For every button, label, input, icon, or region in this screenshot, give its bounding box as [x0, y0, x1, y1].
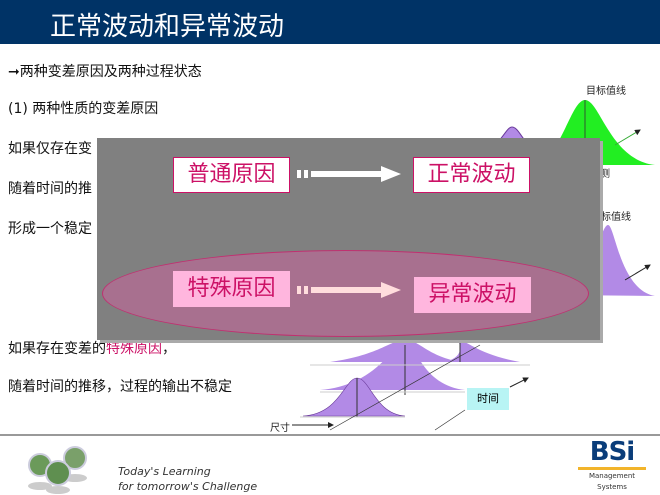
text-line: 随着时间的推	[8, 181, 92, 197]
text-line: ➞两种变差原因及两种过程状态	[8, 64, 202, 80]
slide-title: 正常波动和异常波动	[50, 12, 285, 42]
footer-divider	[0, 434, 660, 436]
slogan-line: for tomorrow's Challenge	[118, 480, 258, 493]
text-line: 随着时间的推移，过程的输出不稳定	[8, 379, 232, 395]
text-line: 如果存在变差的特殊原因，	[8, 338, 176, 358]
bsi-logo: BSi Management Systems	[578, 437, 646, 492]
arrow-icon	[297, 166, 401, 182]
slogan-line: Today's Learning	[118, 465, 211, 478]
globe-icon	[28, 446, 87, 494]
logo-subtitle: Management	[588, 472, 636, 480]
text-line: 形成一个稳定	[8, 221, 92, 237]
predict-label: 测	[600, 169, 610, 180]
target-line-label: 目标值线	[586, 86, 626, 97]
common-cause-box: 普通原因	[173, 157, 290, 193]
title-bar: 正常波动和异常波动	[0, 0, 660, 44]
target-line-label: 标值线	[601, 212, 631, 223]
logo-subtitle: Systems	[597, 483, 627, 491]
text: ，	[162, 341, 176, 357]
normal-variation-box: 正常波动	[413, 157, 530, 193]
highlight-text: 特殊原因	[106, 341, 162, 357]
size-label: 尺寸	[270, 423, 290, 434]
purple-curve	[445, 340, 520, 362]
text-line: (1) 两种性质的变差原因	[8, 101, 159, 117]
special-cause-box: 特殊原因	[173, 271, 290, 307]
slogan: Today's Learning for tomorrow's Challenge	[118, 464, 257, 494]
text-line: 如果仅存在变	[8, 141, 92, 157]
cause-overlay: 普通原因 正常波动 特殊原因 异常波动	[97, 138, 600, 340]
logo-text: BSi	[578, 437, 646, 470]
abnormal-variation-box: 异常波动	[414, 277, 531, 313]
text: 如果存在变差的	[8, 341, 106, 357]
arrow-icon	[297, 282, 401, 298]
time-label: 时间	[467, 388, 509, 410]
